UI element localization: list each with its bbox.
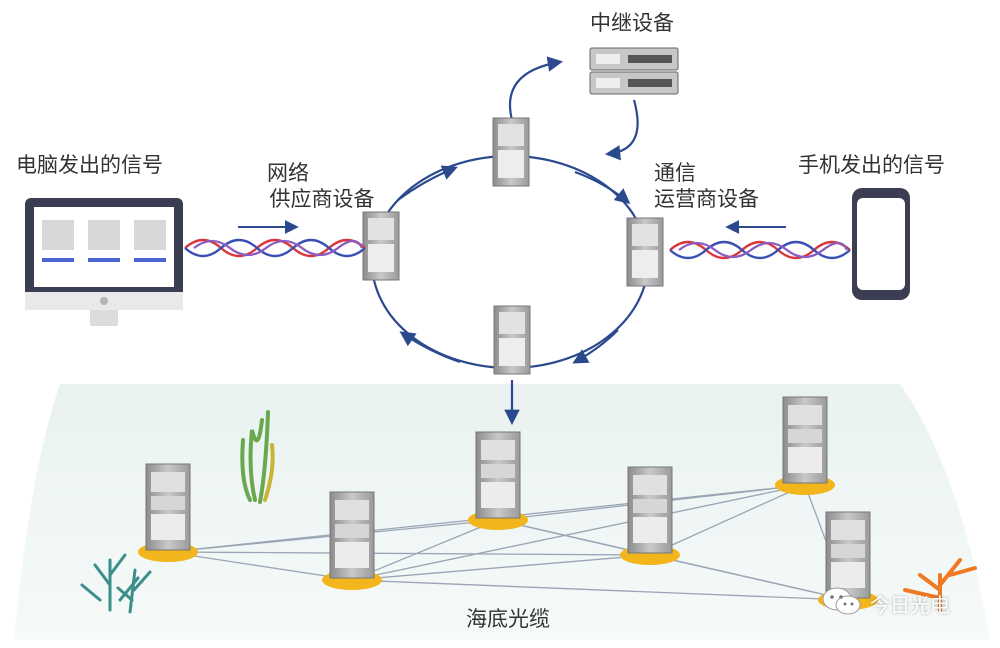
network-provider-label-line2: 供应商设备 xyxy=(269,187,375,211)
ring-arrows xyxy=(397,165,631,364)
undersea-server xyxy=(322,491,382,590)
ring-server-left xyxy=(362,211,400,281)
undersea-server xyxy=(138,463,198,562)
undersea-server xyxy=(620,466,680,565)
telecom-label-line2: 运营商设备 xyxy=(654,187,759,211)
ring-server-top xyxy=(492,117,530,187)
phone-icon xyxy=(852,188,910,300)
network-provider-label-line1: 网络 xyxy=(267,161,309,185)
phone-signal-label: 手机发出的信号 xyxy=(798,153,945,177)
submarine-cable-label: 海底光缆 xyxy=(466,607,550,631)
relay-loop xyxy=(508,56,639,161)
undersea-server xyxy=(775,396,835,495)
coral-teal xyxy=(80,553,152,614)
ring-server-right xyxy=(626,217,664,287)
watermark-text: 今日光电 xyxy=(870,592,950,617)
monitor-icon xyxy=(25,198,183,326)
undersea-server xyxy=(468,431,528,530)
relay-label: 中继设备 xyxy=(590,11,674,35)
relay-device xyxy=(589,47,679,95)
watermark: 今日光电 xyxy=(822,586,950,620)
seaweed-green xyxy=(240,410,275,504)
wechat-icon xyxy=(822,586,862,620)
pc-signal-label: 电脑发出的信号 xyxy=(16,153,163,177)
signal-wave-left xyxy=(184,238,366,258)
coral-orange xyxy=(903,558,977,612)
signal-wave-right xyxy=(669,240,851,260)
telecom-label-line1: 通信 xyxy=(654,161,696,185)
ring-server-bottom xyxy=(493,305,531,375)
